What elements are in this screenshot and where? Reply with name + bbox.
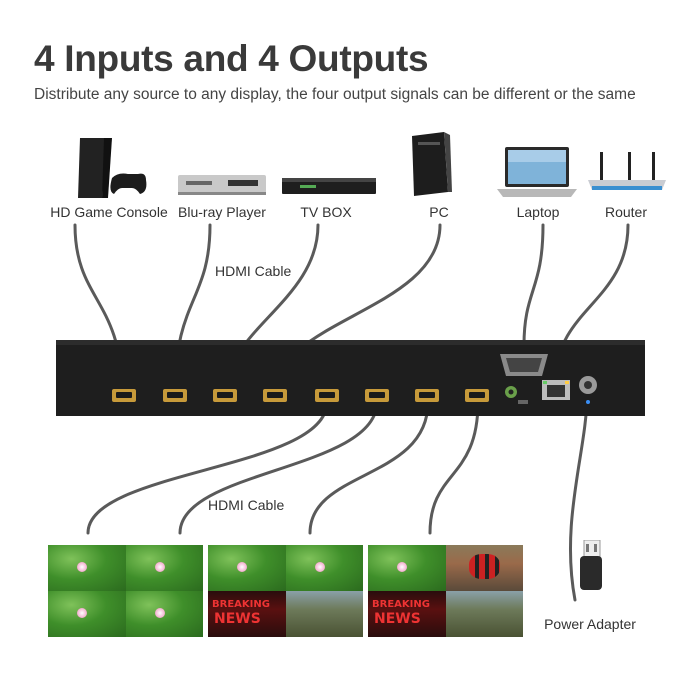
bluray-player-icon (178, 175, 266, 202)
page-title: 4 Inputs and 4 Outputs (34, 38, 429, 79)
cable-out-2 (178, 400, 379, 535)
game-console-icon (78, 138, 148, 205)
usb-port (518, 400, 528, 404)
cable-out-1 (86, 400, 329, 535)
matrix-switch-body (56, 340, 645, 416)
pc-tower-icon (408, 132, 452, 201)
label-pc: PC (429, 204, 449, 220)
screen-1 (48, 545, 203, 637)
label-router: Router (604, 204, 648, 220)
news-line2: NEWS (374, 611, 421, 627)
page-subtitle: Distribute any source to any display, th… (34, 86, 636, 103)
cable-out-3 (308, 400, 430, 535)
news-line1: BREAKING (212, 599, 270, 610)
label-game-console: HD Game Console (50, 204, 168, 220)
label-hdmi-cable-input: HDMI Cable (215, 263, 292, 279)
tv-box-icon (282, 178, 376, 201)
cable-laptop (522, 223, 545, 347)
cable-out-4 (428, 400, 480, 535)
label-laptop: Laptop (516, 204, 560, 220)
label-bluray-player: Blu-ray Player (178, 204, 266, 220)
label-hdmi-cable-output: HDMI Cable (208, 497, 285, 513)
power-adapter-icon (570, 539, 610, 601)
label-tv-box: TV BOX (300, 204, 352, 220)
label-power-adapter: Power Adapter (544, 616, 636, 632)
laptop-icon (497, 147, 579, 204)
news-line1: BREAKING (372, 599, 430, 610)
news-line2: NEWS (214, 611, 261, 627)
router-icon (588, 152, 668, 201)
